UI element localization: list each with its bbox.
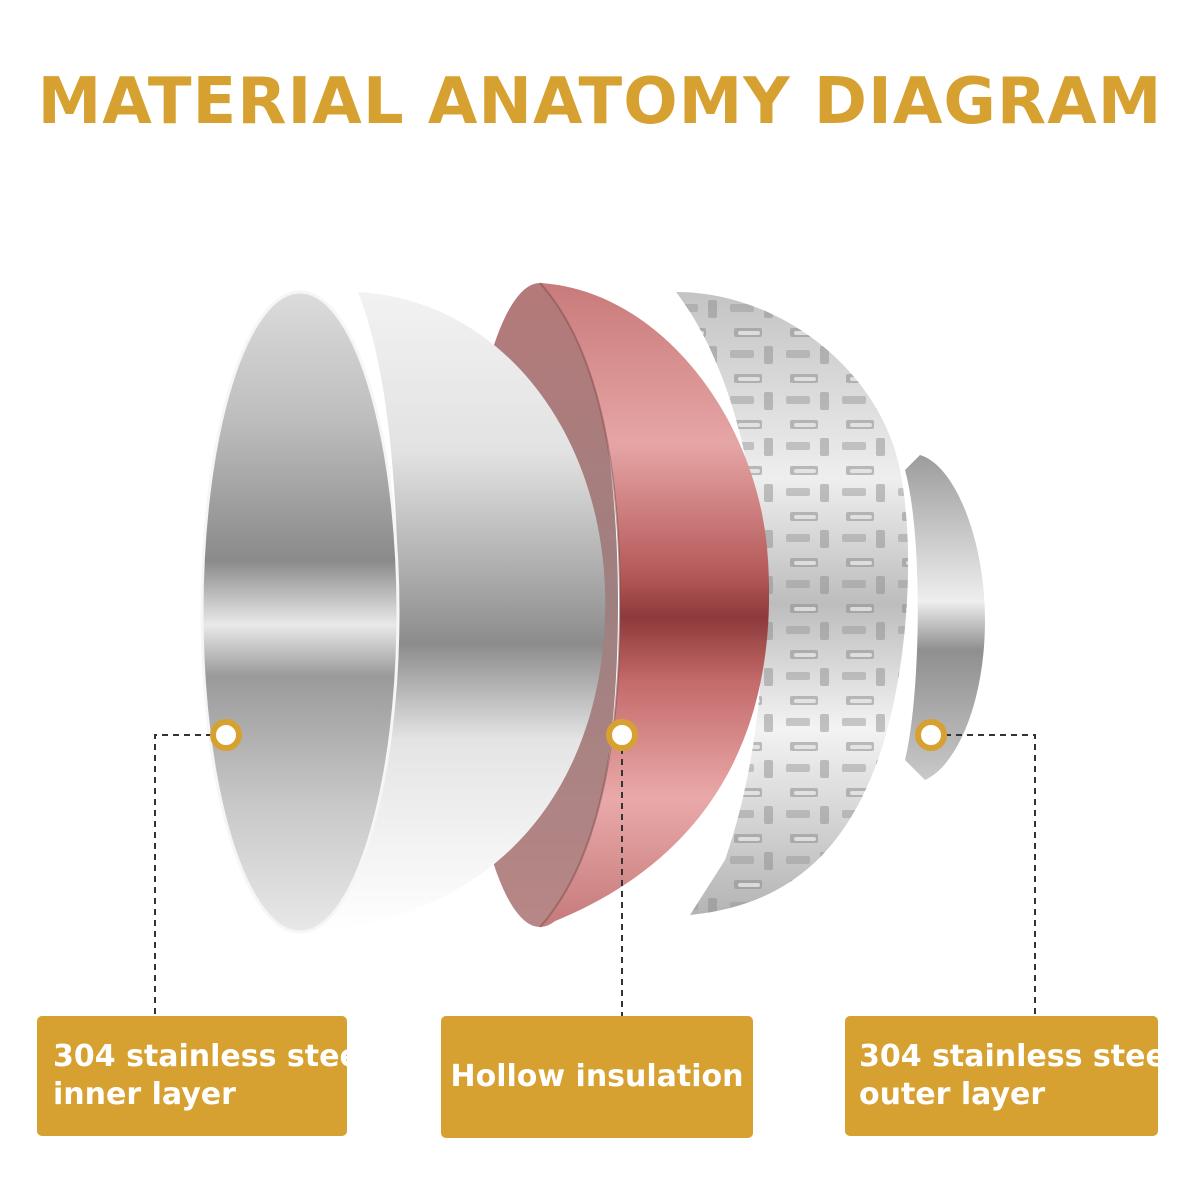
callout-outer-layer bbox=[915, 719, 1036, 1016]
marker-hollow-insulation bbox=[606, 719, 638, 751]
label-inner-layer-line-1: 304 stainless steel bbox=[53, 1039, 371, 1074]
label-inner-layer: 304 stainless steel inner layer bbox=[37, 1016, 371, 1136]
label-inner-layer-line-2: inner layer bbox=[53, 1077, 236, 1112]
inner-shell-illustration bbox=[200, 290, 606, 934]
callout-inner-layer bbox=[154, 719, 242, 1016]
label-hollow-insulation: Hollow insulation bbox=[441, 1016, 753, 1138]
label-outer-layer: 304 stainless steel outer layer bbox=[845, 1016, 1177, 1136]
label-hollow-insulation-line-1: Hollow insulation bbox=[450, 1059, 744, 1094]
label-outer-layer-line-2: outer layer bbox=[859, 1077, 1046, 1112]
label-outer-layer-line-1: 304 stainless steel bbox=[859, 1039, 1177, 1074]
page-title: MATERIAL ANATOMY DIAGRAM bbox=[37, 65, 1163, 139]
callout-hollow-insulation bbox=[606, 719, 638, 1016]
marker-outer-layer bbox=[915, 719, 947, 751]
marker-inner-layer bbox=[210, 719, 242, 751]
